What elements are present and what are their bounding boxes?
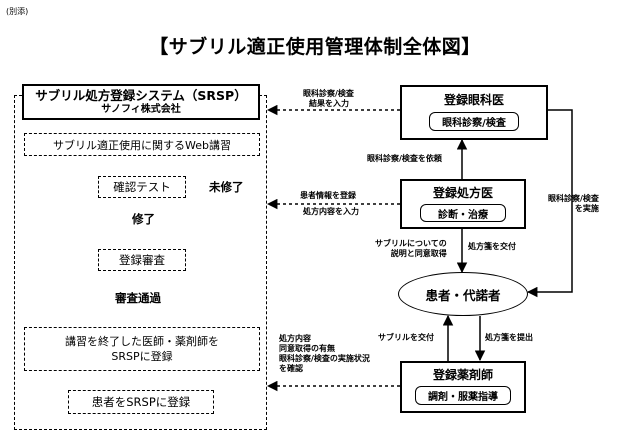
pharmacist-sub: 調剤・服薬指導 — [415, 386, 511, 405]
ophthalmologist-sub: 眼科診察/検査 — [429, 112, 519, 131]
label-review-pass: 審査通過 — [113, 290, 163, 306]
arrow-eye-to-patient — [526, 109, 573, 298]
node-pharmacist: 登録薬剤師 調剤・服薬指導 — [400, 361, 526, 413]
label-complete: 修了 — [130, 211, 157, 227]
label-eye-perform: 眼科診察/検査を実施 — [548, 194, 599, 213]
srsp-title: サブリル処方登録システム（SRSP） — [35, 88, 247, 103]
step-web-course: サブリル適正使用に関するWeb講習 — [24, 133, 260, 156]
pharmacist-title: 登録薬剤師 — [432, 368, 493, 382]
srsp-company: サノフィ株式会社 — [101, 104, 181, 115]
step-confirm-test: 確認テスト — [98, 176, 186, 198]
attachment-note: (別添) — [6, 7, 29, 16]
label-rx-submit: 処方箋を提出 — [485, 333, 533, 342]
label-incomplete: 未修了 — [209, 180, 244, 194]
node-prescriber: 登録処方医 診断・治療 — [400, 179, 526, 229]
step-register-staff: 講習を終了した医師・薬剤師を SRSPに登録 — [24, 327, 260, 371]
label-eye-request: 眼科診察/検査を依頼 — [367, 154, 442, 163]
prescriber-title: 登録処方医 — [432, 186, 493, 200]
ophthalmologist-title: 登録眼科医 — [443, 93, 504, 107]
label-eye-result: 眼科診察/検査結果を入力 — [303, 89, 354, 108]
diagram-title: 【サブリル適正使用管理体制全体図】 — [149, 36, 481, 58]
label-patient-info: 患者情報を登録 — [300, 191, 356, 200]
node-patient: 患者・代諾者 — [398, 272, 528, 316]
label-dispense: サブリルを交付 — [378, 333, 434, 342]
prescriber-sub: 診断・治療 — [420, 204, 506, 222]
srsp-header: サブリル処方登録システム（SRSP） サノフィ株式会社 — [22, 84, 260, 120]
label-confirm: 処方内容 同意取得の有無 眼科診察/検査の実施状況 を確認 — [279, 334, 370, 373]
node-ophthalmologist: 登録眼科医 眼科診察/検査 — [400, 85, 548, 140]
label-explain-consent: サブリルについての説明と同意取得 — [375, 239, 447, 258]
label-rx-input: 処方内容を入力 — [303, 207, 359, 216]
step-register-patient: 患者をSRSPに登録 — [68, 390, 214, 414]
step-registration-review: 登録審査 — [98, 249, 186, 271]
label-rx-issue-doctor: 処方箋を交付 — [468, 242, 516, 251]
